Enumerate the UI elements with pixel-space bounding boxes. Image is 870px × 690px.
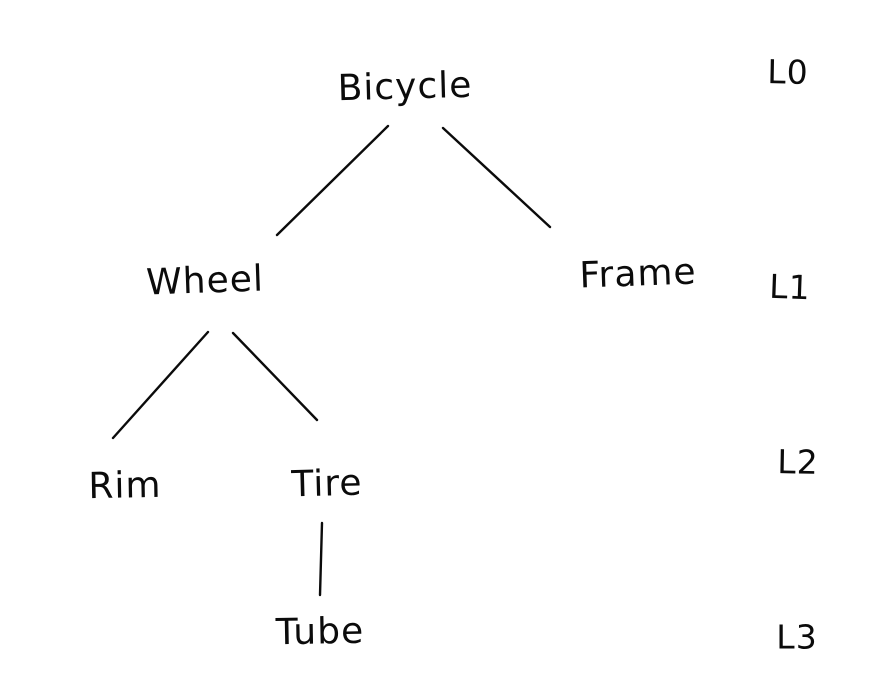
level-label-l0: L0 [766,52,810,92]
edge-wheel-tire [231,331,319,422]
node-tire: Tire [290,462,364,506]
node-tube: Tube [275,610,365,654]
node-bicycle: Bicycle [337,64,473,110]
level-label-l1: L1 [768,266,812,308]
node-rim: Rim [88,464,162,508]
level-label-l2: L2 [776,442,820,482]
edge-bicycle-wheel [275,124,390,237]
node-wheel: Wheel [145,258,265,304]
level-label-l3: L3 [776,617,818,657]
edge-wheel-rim [111,330,210,440]
node-frame: Frame [578,251,698,297]
edge-bicycle-frame [441,126,552,229]
edge-tire-tube [318,521,324,597]
